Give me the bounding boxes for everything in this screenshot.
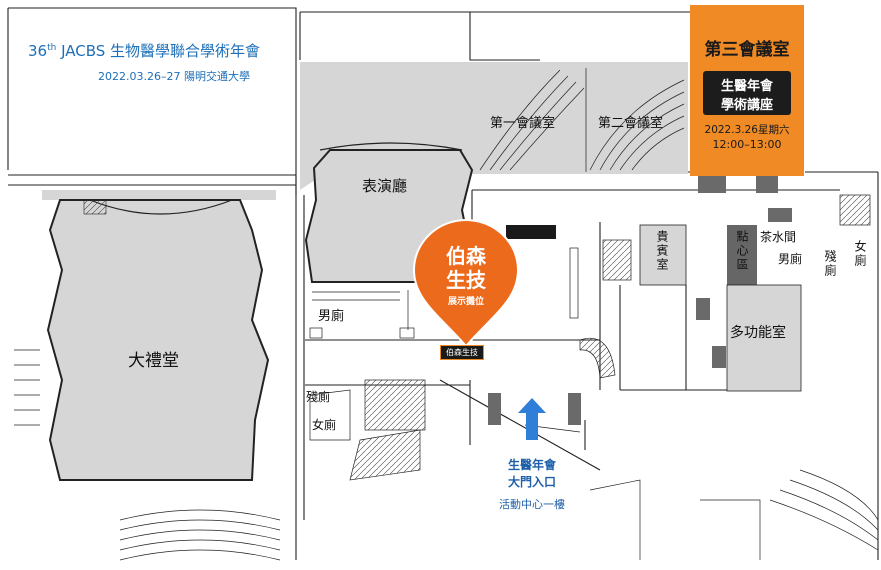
room-snack-area: 點心區 [735, 230, 749, 272]
booth-pin-line3: 展示攤位 [447, 297, 484, 307]
room-meeting-1: 第一會議室 [490, 116, 556, 131]
room-vip: 貴賓室 [655, 230, 669, 272]
room-womens-restroom-right: 女廁 [853, 240, 867, 268]
third-meeting-room-callout: 第三會議室 生醫年會 學術講座 2022.3.26星期六 12:00–13:00 [690, 5, 804, 176]
room-accessible-restroom-left: 殘廁 [306, 390, 331, 404]
booth-location-tag: 伯森生技 [440, 345, 484, 360]
booth-pin-line1: 伯森 [446, 244, 486, 268]
room-womens-restroom-left: 女廁 [312, 418, 337, 432]
room-multipurpose: 多功能室 [730, 325, 786, 341]
room-tea: 茶水間 [760, 230, 797, 244]
lecture-badge-line2: 學術講座 [720, 98, 773, 113]
entrance-floor-label: 活動中心一樓 [499, 498, 565, 511]
room-mens-restroom-center: 男廁 [318, 309, 345, 324]
lecture-badge: 生醫年會 學術講座 [703, 71, 791, 115]
lecture-time: 12:00–13:00 [712, 138, 782, 151]
room-performance-hall: 表演廳 [362, 177, 408, 195]
room-meeting-2: 第二會議室 [598, 116, 664, 131]
event-title: 36th JACBS 生物醫學聯合學術年會 [28, 42, 261, 60]
room-auditorium: 大禮堂 [128, 351, 179, 371]
entrance-label-line1: 生醫年會 [507, 458, 556, 472]
room-mens-restroom-right: 男廁 [778, 252, 803, 266]
lecture-badge-line1: 生醫年會 [720, 79, 773, 94]
event-date-venue: 2022.03.26–27 陽明交通大學 [98, 70, 250, 83]
third-room-name: 第三會議室 [704, 40, 790, 60]
room-accessible-restroom-right: 殘廁 [823, 250, 837, 278]
booth-pin-line2: 生技 [446, 268, 486, 292]
lecture-date: 2022.3.26星期六 [704, 124, 790, 136]
entrance-label-line2: 大門入口 [507, 475, 556, 489]
